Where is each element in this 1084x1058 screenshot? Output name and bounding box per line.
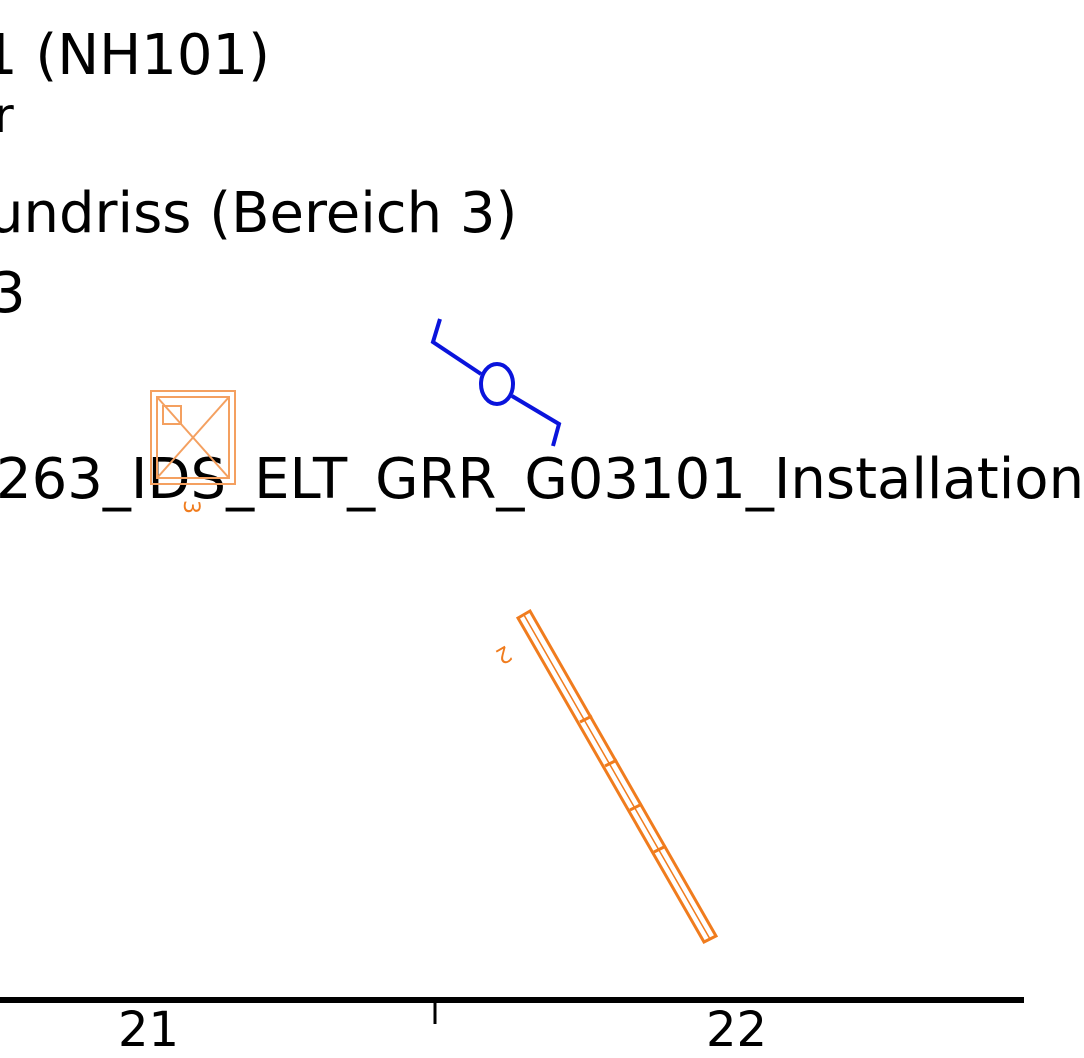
tray-divider-2 xyxy=(604,758,618,768)
title-line-2: r xyxy=(0,88,14,144)
axis-tick-label-left: 21 xyxy=(118,1002,180,1058)
tray-divider-4 xyxy=(653,844,667,854)
blue-switch-symbol xyxy=(430,318,562,447)
axis-tick-label-right: 22 xyxy=(706,1002,768,1058)
title-line-1: 1 (NH101) xyxy=(0,23,271,88)
box-outer-frame xyxy=(150,390,236,485)
title-line-4: 3 xyxy=(0,261,26,326)
box-number-label: 3 xyxy=(178,500,203,514)
switch-circle xyxy=(479,362,515,406)
title-line-3: undriss (Bereich 3) xyxy=(0,181,518,246)
drawing-canvas: 1 (NH101) r undriss (Bereich 3) 3 263_ID… xyxy=(0,23,1084,1054)
tray-centerline xyxy=(523,614,711,940)
cad-drawing: 3 2 xyxy=(0,318,1024,1024)
distribution-box-symbol xyxy=(150,390,236,485)
file-name-label: 263_IDS_ELT_GRR_G03101_Installation xyxy=(0,447,1084,512)
box-small-square xyxy=(162,405,182,425)
box-inner-frame xyxy=(156,396,230,479)
switch-line-right xyxy=(510,394,562,447)
tray-divider-3 xyxy=(629,802,643,812)
tray-divider-1 xyxy=(579,714,593,724)
cable-tray-symbol xyxy=(515,608,719,944)
switch-line-left xyxy=(430,318,483,376)
box-diagonal-2 xyxy=(156,396,230,479)
tray-number-label: 2 xyxy=(491,640,516,669)
tray-outline xyxy=(515,608,719,944)
bottom-axis xyxy=(0,997,1024,1024)
